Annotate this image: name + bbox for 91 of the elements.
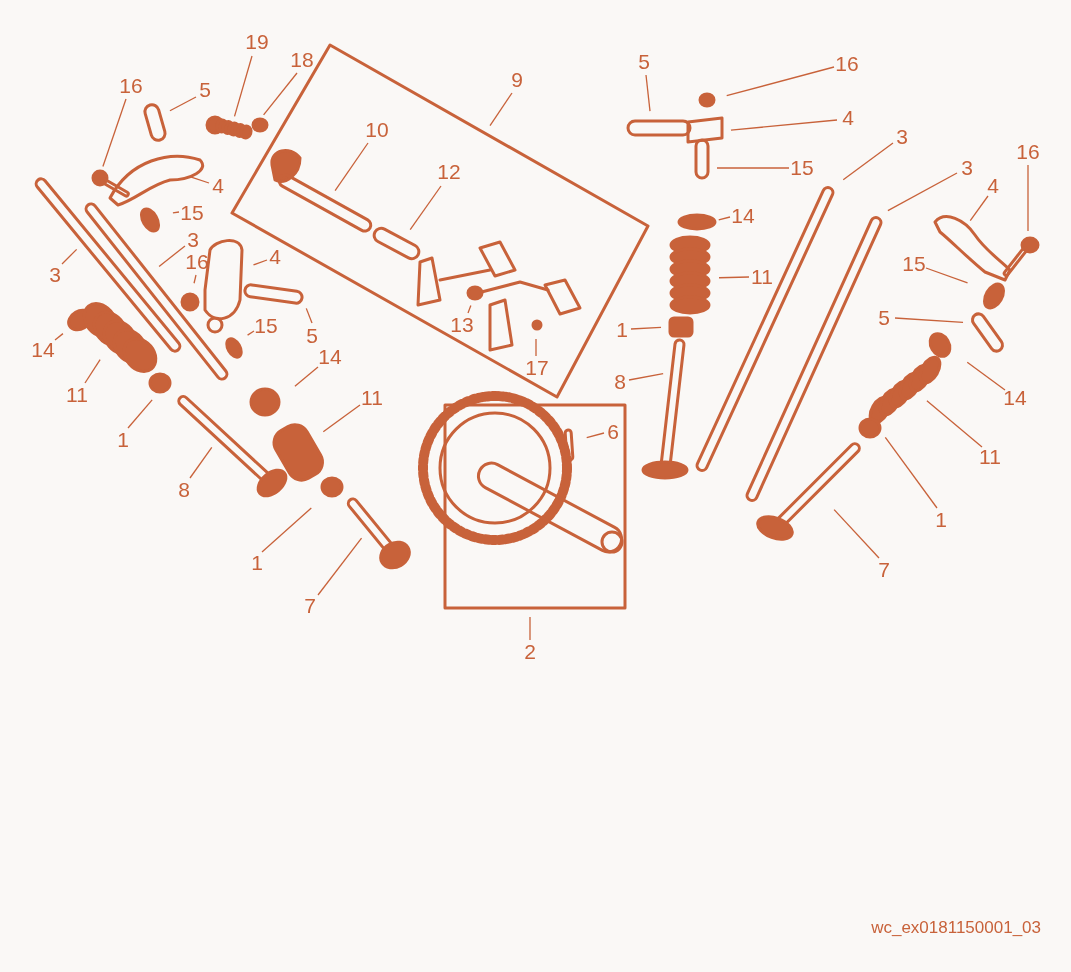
leader-line: [489, 92, 513, 127]
leader-line: [925, 267, 969, 284]
leader-line: [409, 185, 442, 231]
leader-line: [127, 399, 153, 429]
callout-number: 3: [49, 264, 61, 286]
leader-line: [630, 326, 662, 330]
callout-number: 3: [896, 126, 908, 148]
leader-line: [718, 276, 750, 279]
callout-number: 11: [66, 384, 88, 406]
leader-line: [246, 330, 255, 336]
callout-number: 12: [437, 161, 461, 183]
callout-number: 7: [304, 595, 316, 617]
leader-line: [718, 216, 731, 221]
callout-number: 4: [212, 175, 224, 197]
callout-number: 1: [117, 429, 129, 451]
leader-line: [586, 432, 605, 439]
leader-line: [233, 55, 253, 117]
leader-line: [322, 404, 361, 433]
leader-line: [628, 373, 664, 381]
callout-number: 13: [450, 314, 474, 336]
callout-number: 7: [878, 559, 890, 581]
leader-line: [726, 66, 835, 97]
leader-line: [926, 400, 983, 448]
callout-number: 16: [119, 75, 143, 97]
leader-line: [294, 366, 319, 387]
leader-line: [969, 195, 989, 222]
callout-number: 16: [1016, 141, 1040, 163]
callout-number: 15: [790, 157, 814, 179]
callout-number: 15: [254, 315, 278, 337]
leader-line: [193, 274, 197, 284]
callout-number: 1: [616, 319, 628, 341]
leader-line: [730, 119, 838, 131]
leader-line: [334, 142, 369, 192]
leader-line: [172, 211, 180, 214]
callout-number: 18: [290, 49, 314, 71]
callout-number: 14: [31, 339, 55, 361]
callout-number: 3: [961, 157, 973, 179]
callout-number: 4: [987, 175, 999, 197]
callout-number: 11: [979, 446, 1001, 468]
callout-number: 3: [187, 229, 199, 251]
leader-line: [61, 248, 78, 265]
callout-number: 1: [935, 509, 947, 531]
leader-line: [645, 74, 651, 112]
callout-number: 9: [511, 69, 523, 91]
callout-number: 11: [361, 387, 383, 409]
leader-line: [158, 245, 186, 268]
leader-line: [894, 317, 964, 324]
leader-line: [252, 259, 268, 266]
callout-number: 6: [607, 421, 619, 443]
callout-number: 8: [178, 479, 190, 501]
callout-number: 10: [365, 119, 389, 141]
callout-number: 4: [269, 246, 281, 268]
leader-line: [887, 172, 958, 212]
callout-number: 15: [902, 253, 926, 275]
callout-number: 14: [1003, 387, 1027, 409]
callout-number: 5: [878, 307, 890, 329]
callout-number: 5: [306, 325, 318, 347]
callout-number: 15: [180, 202, 204, 224]
callout-number: 16: [185, 251, 209, 273]
callout-number: 19: [245, 31, 269, 53]
callout-number: 4: [842, 107, 854, 129]
leader-line: [535, 338, 537, 357]
leader-line: [884, 436, 938, 509]
leader-line: [262, 72, 298, 116]
leader-line: [305, 307, 313, 324]
leader-line: [842, 142, 894, 181]
callout-number: 14: [731, 205, 755, 227]
leader-line: [169, 96, 197, 112]
leader-line: [84, 358, 101, 384]
leader-line: [261, 507, 312, 553]
leader-line: [102, 98, 127, 168]
leader-line: [1027, 164, 1029, 232]
leader-line: [716, 167, 790, 169]
callout-number: 17: [525, 357, 549, 379]
callout-number: 1: [251, 552, 263, 574]
leader-line: [833, 508, 880, 559]
leader-line: [54, 332, 64, 341]
leader-line: [317, 537, 363, 596]
drawing-reference-number: wc_ex0181150001_03: [871, 918, 1041, 938]
callout-number: 2: [524, 641, 536, 663]
leader-line: [189, 176, 210, 184]
leader-line: [189, 446, 213, 479]
callout-number: 5: [638, 51, 650, 73]
callout-number: 11: [751, 266, 773, 288]
callout-number: 16: [835, 53, 859, 75]
callout-number: 5: [199, 79, 211, 101]
callout-number: 8: [614, 371, 626, 393]
leader-line: [529, 616, 531, 641]
callout-number: 14: [318, 346, 342, 368]
leader-line: [966, 361, 1006, 391]
leader-line: [467, 304, 472, 314]
